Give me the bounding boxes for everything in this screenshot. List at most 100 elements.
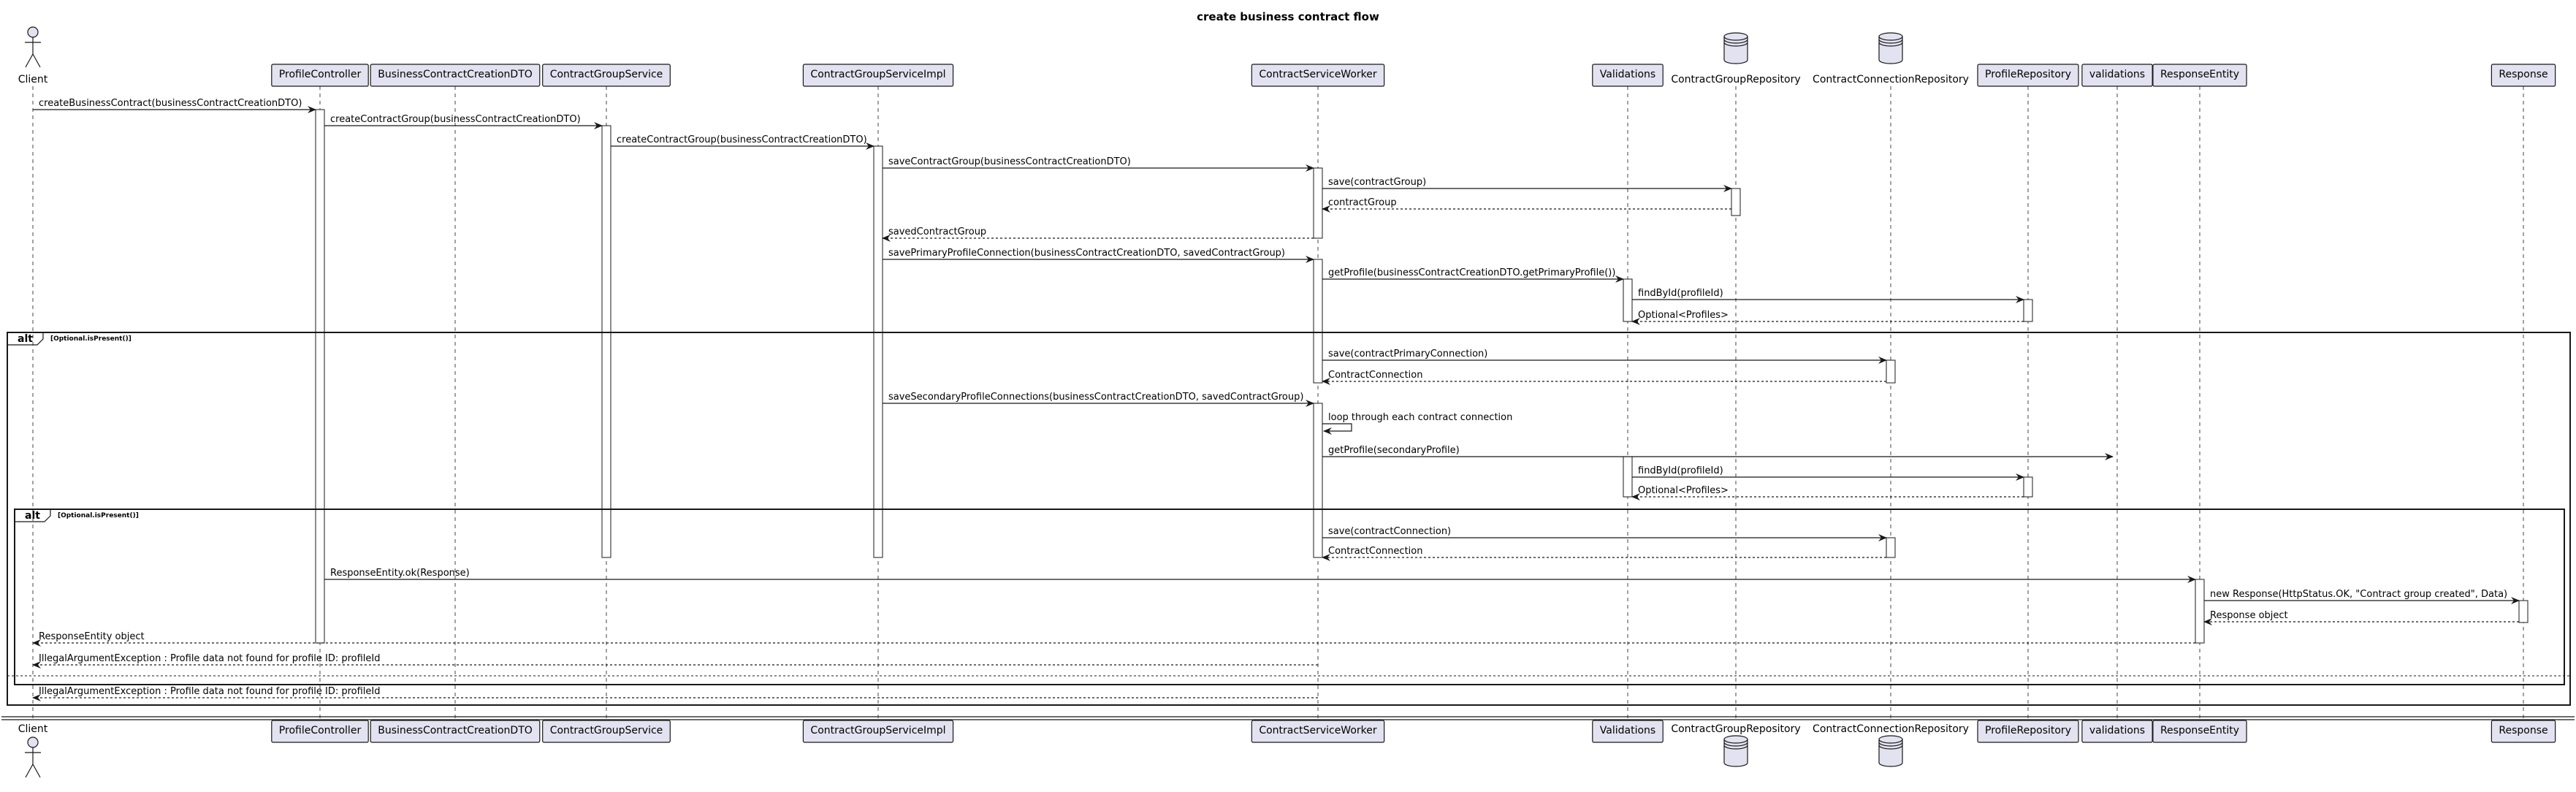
participant-contract-service-worker-bottom: ContractServiceWorker <box>1251 720 1385 743</box>
participant-contract-connection-repository-bottom: ContractConnectionRepository <box>1813 723 1969 767</box>
message-12: save(contractPrimaryConnection) <box>1322 349 1887 364</box>
activation-contract-service-worker <box>1313 259 1323 384</box>
participant-response-entity-bottom: ResponseEntity <box>2152 720 2247 743</box>
fragment-condition: [Optional.isPresent()] <box>58 512 139 519</box>
participant-label: ContractGroupServiceImpl <box>810 725 945 736</box>
message-10: findById(profileId) <box>1632 288 2024 303</box>
participant-label: ProfileController <box>279 69 362 80</box>
participant-validations-bottom: validations <box>2081 720 2153 743</box>
participant-response-bottom: Response <box>2491 720 2556 743</box>
participant-response-top: Response <box>2491 64 2556 87</box>
activation-contract-group-service-impl <box>873 145 883 558</box>
participant-contract-group-service-impl-bottom: ContractGroupServiceImpl <box>802 720 954 743</box>
activation-contract-connection-repository <box>1886 537 1896 558</box>
message-label: createBusinessContract(businessContractC… <box>39 98 302 109</box>
activation-profile-repository <box>2023 299 2033 322</box>
participant-label: ContractConnectionRepository <box>1813 723 1969 735</box>
message-5: save(contractGroup) <box>1322 177 1732 192</box>
message-25: IllegalArgumentException : Profile data … <box>32 653 1318 669</box>
message-20: ContractConnection <box>1322 546 1886 561</box>
message-label: contractGroup <box>1328 197 1397 208</box>
message-label: IllegalArgumentException : Profile data … <box>39 653 381 664</box>
participant-label: ResponseEntity <box>2160 725 2239 736</box>
activation-contract-service-worker <box>1313 167 1323 239</box>
message-label: ResponseEntity.ok(Response) <box>330 568 470 579</box>
participant-label: validations <box>2089 725 2145 736</box>
message-14: saveSecondaryProfileConnections(business… <box>883 392 1314 407</box>
participant-label: ContractGroupRepository <box>1671 74 1800 85</box>
participant-label: Validations <box>1600 725 1655 736</box>
participant-client-top: Client <box>18 26 48 85</box>
message-label: IllegalArgumentException : Profile data … <box>39 686 381 697</box>
message-23: Response object <box>2203 610 2519 625</box>
messages-layer: createBusinessContract(businessContractC… <box>32 98 2520 701</box>
message-label: save(contractConnection) <box>1328 526 1451 537</box>
message-label: findById(profileId) <box>1638 465 1723 476</box>
participant-contract-service-worker-top: ContractServiceWorker <box>1251 64 1385 87</box>
participant-contract-group-repository-top: ContractGroupRepository <box>1671 32 1801 85</box>
message-label: save(contractGroup) <box>1328 177 1426 188</box>
participant-contract-group-repository-bottom: ContractGroupRepository <box>1671 723 1801 767</box>
participant-heads-layer: ClientClientProfileControllerProfileCont… <box>18 26 2556 778</box>
participant-label: ContractGroupService <box>550 725 663 736</box>
participant-label: ProfileController <box>279 725 362 736</box>
message-7: savedContractGroup <box>882 226 1314 242</box>
message-13: ContractConnection <box>1322 370 1886 385</box>
participant-profile-repository-top: ProfileRepository <box>1977 64 2079 87</box>
participant-label: ContractGroupService <box>550 69 663 80</box>
message-label: loop through each contract connection <box>1328 412 1512 423</box>
participant-label: validations <box>2089 69 2145 80</box>
message-6: contractGroup <box>1322 197 1731 213</box>
participant-profile-controller-bottom: ProfileController <box>271 720 369 743</box>
message-arrow <box>1322 423 1352 435</box>
participant-label: ProfileRepository <box>1985 725 2071 736</box>
message-18: Optional<Profiles> <box>1631 485 2024 500</box>
participant-business-contract-creation-dto-top: BusinessContractCreationDTO <box>370 64 541 87</box>
participant-validations-bottom: Validations <box>1592 720 1664 743</box>
participant-label: Response <box>2499 725 2548 736</box>
participant-client-bottom: Client <box>18 723 48 778</box>
message-label: getProfile(businessContractCreationDTO.g… <box>1328 267 1615 278</box>
message-22: new Response(HttpStatus.OK, "Contract gr… <box>2204 589 2520 604</box>
activation-validations <box>1623 456 1633 498</box>
diagram-title: create business contract flow <box>1197 10 1379 23</box>
message-label: createContractGroup(businessContractCrea… <box>617 134 867 145</box>
activation-contract-connection-repository <box>1886 359 1896 384</box>
participant-contract-group-service-impl-top: ContractGroupServiceImpl <box>802 64 954 87</box>
message-17: findById(profileId) <box>1632 465 2024 481</box>
message-9: getProfile(businessContractCreationDTO.g… <box>1322 267 1624 283</box>
message-label: ContractConnection <box>1328 370 1422 381</box>
activation-response <box>2518 600 2529 623</box>
message-26: IllegalArgumentException : Profile data … <box>32 686 1318 701</box>
activation-contract-group-service <box>601 125 611 558</box>
participant-validations-top: validations <box>2081 64 2153 87</box>
participant-label: ContractGroupServiceImpl <box>810 69 945 80</box>
participant-label: ProfileRepository <box>1985 69 2071 80</box>
participant-profile-controller-top: ProfileController <box>271 64 369 87</box>
participant-contract-group-service-bottom: ContractGroupService <box>542 720 671 743</box>
participant-validations-top: Validations <box>1592 64 1664 87</box>
message-label: findById(profileId) <box>1638 288 1723 299</box>
alt-fragment-2: alt[Optional.isPresent()] <box>14 509 2565 685</box>
message-1: createBusinessContract(businessContractC… <box>33 98 316 113</box>
message-label: savePrimaryProfileConnection(businessCon… <box>888 248 1285 259</box>
activation-response-entity <box>2195 579 2205 644</box>
message-24: ResponseEntity object <box>32 631 2195 647</box>
fragments-layer: alt[Optional.isPresent()]alt[Optional.is… <box>1 332 2575 720</box>
message-3: createContractGroup(businessContractCrea… <box>611 134 874 150</box>
message-label: getProfile(secondaryProfile) <box>1328 445 1460 456</box>
participant-label: ContractGroupRepository <box>1671 723 1800 735</box>
message-label: Response object <box>2210 610 2288 621</box>
message-16: getProfile(secondaryProfile) <box>1322 445 2114 460</box>
activation-profile-controller <box>315 109 325 644</box>
participant-contract-group-service-top: ContractGroupService <box>542 64 671 87</box>
participant-label: Client <box>18 74 48 85</box>
message-label: createContractGroup(businessContractCrea… <box>330 114 581 125</box>
message-label: ResponseEntity object <box>39 631 145 642</box>
message-2: createContractGroup(businessContractCrea… <box>324 114 603 129</box>
fragment-condition: [Optional.isPresent()] <box>50 335 132 343</box>
participant-label: ContractServiceWorker <box>1259 725 1377 736</box>
message-11: Optional<Profiles> <box>1631 310 2024 325</box>
participant-label: ContractServiceWorker <box>1259 69 1377 80</box>
